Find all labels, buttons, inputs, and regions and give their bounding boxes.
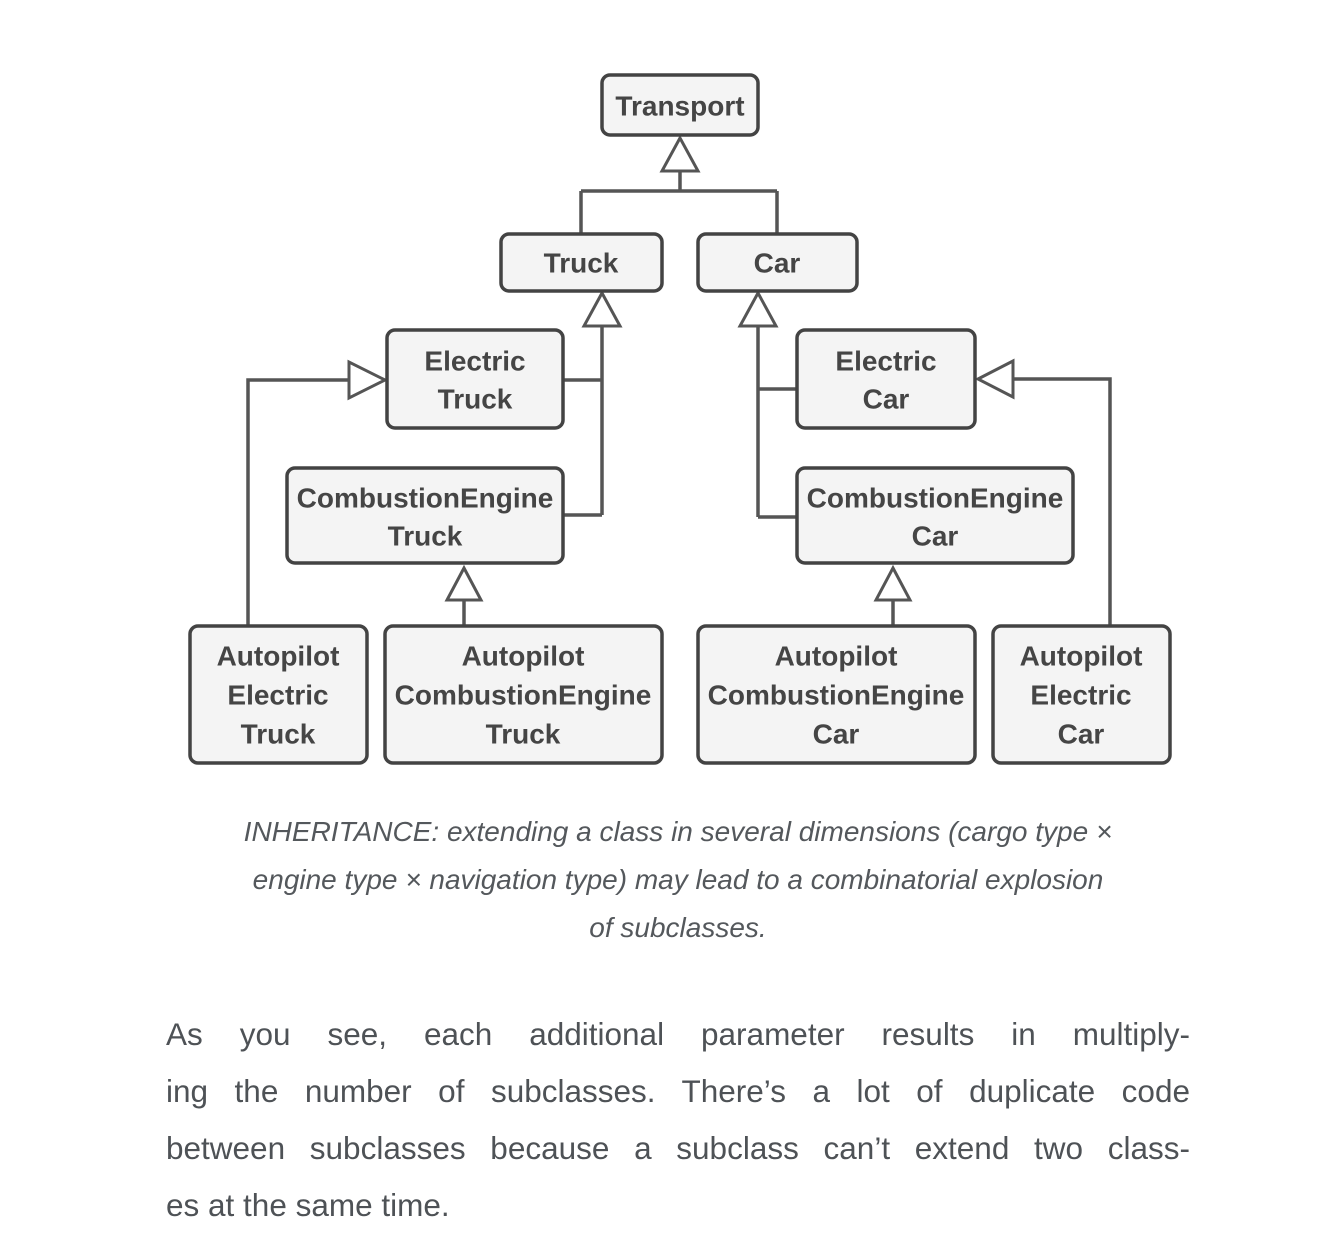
svg-text:CombustionEngine: CombustionEngine [807, 483, 1064, 514]
svg-text:Car: Car [912, 521, 959, 552]
connector-autopilot-electric-car [1012, 377, 1112, 626]
svg-text:Transport: Transport [615, 91, 744, 122]
class-box-autopilot-electric-car: Autopilot Electric Car [991, 624, 1172, 765]
svg-text:Car: Car [1058, 719, 1105, 750]
svg-text:Car: Car [813, 719, 860, 750]
class-box-autopilot-combustion-truck: Autopilot CombustionEngine Truck [383, 624, 664, 765]
caption-line: INHERITANCE: extending a class in severa… [243, 816, 1113, 847]
inheritance-arrowhead-transport-icon [659, 134, 701, 173]
svg-text:Truck: Truck [544, 248, 619, 279]
svg-text:Autopilot: Autopilot [775, 641, 898, 672]
class-box-autopilot-electric-truck: Autopilot Electric Truck [188, 624, 369, 765]
paragraph-line: ing the number of subclasses. There’s a … [166, 1073, 1190, 1109]
class-box-transport: Transport [600, 73, 760, 137]
paragraph-line: between subclasses because a subclass ca… [166, 1130, 1190, 1166]
svg-text:Car: Car [863, 384, 910, 415]
class-box-combustion-truck: CombustionEngine Truck [285, 466, 565, 565]
connector-truck-branch [563, 325, 604, 517]
class-box-car: Car [696, 232, 859, 293]
paragraph-line: As you see, each additional parameter re… [166, 1016, 1190, 1052]
class-box-autopilot-combustion-car: Autopilot CombustionEngine Car [696, 624, 977, 765]
svg-text:Car: Car [754, 248, 801, 279]
svg-text:Electric: Electric [227, 680, 328, 711]
svg-text:Truck: Truck [438, 384, 513, 415]
figure-caption: INHERITANCE: extending a class in severa… [166, 808, 1190, 952]
svg-text:CombustionEngine: CombustionEngine [297, 483, 554, 514]
inheritance-arrowhead-car-icon [737, 289, 779, 328]
svg-text:CombustionEngine: CombustionEngine [395, 680, 652, 711]
connector-car-branch [756, 325, 797, 519]
inheritance-diagram: Transport Truck Car Electric Truck Combu… [188, 73, 1172, 765]
svg-text:Autopilot: Autopilot [1020, 641, 1143, 672]
inheritance-arrowhead-combustion-car-icon [873, 564, 913, 602]
body-paragraph: As you see, each additional parameter re… [166, 1006, 1190, 1234]
svg-text:Truck: Truck [241, 719, 316, 750]
svg-text:Autopilot: Autopilot [462, 641, 585, 672]
svg-text:Electric: Electric [1030, 680, 1131, 711]
svg-text:Autopilot: Autopilot [217, 641, 340, 672]
paragraph-line: es at the same time. [166, 1187, 450, 1223]
connector-autopilot-electric-truck [246, 378, 349, 626]
inheritance-arrowhead-truck-icon [581, 289, 623, 328]
class-box-truck: Truck [499, 232, 664, 293]
svg-text:CombustionEngine: CombustionEngine [708, 680, 965, 711]
connector-transport-split [579, 170, 779, 234]
svg-text:Electric: Electric [424, 346, 525, 377]
caption-line: of subclasses. [589, 912, 767, 943]
svg-text:Electric: Electric [835, 346, 936, 377]
class-box-combustion-car: CombustionEngine Car [795, 466, 1075, 565]
caption-line: engine type × navigation type) may lead … [252, 864, 1104, 895]
svg-text:Truck: Truck [388, 521, 463, 552]
inheritance-arrowhead-combustion-truck-icon [444, 564, 484, 602]
svg-text:Truck: Truck [486, 719, 561, 750]
class-box-electric-truck: Electric Truck [385, 328, 565, 430]
inheritance-arrowhead-electric-car-icon [974, 358, 1015, 400]
inheritance-arrowhead-electric-truck-icon [347, 359, 389, 401]
class-box-electric-car: Electric Car [795, 328, 977, 430]
